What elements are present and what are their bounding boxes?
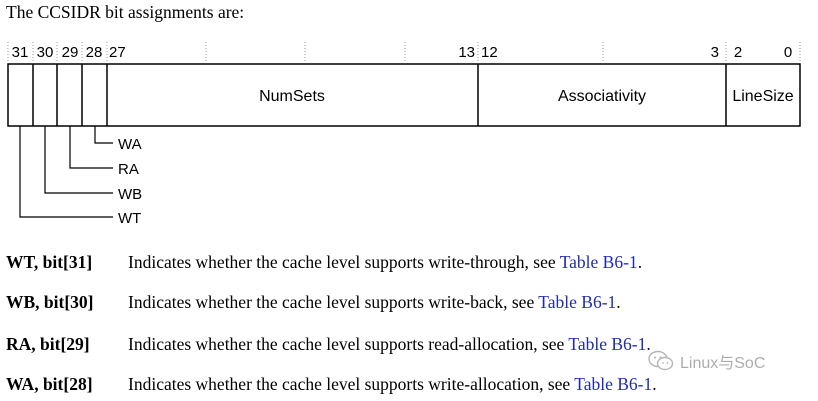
desc-end: .	[616, 292, 621, 312]
tick-separators	[7, 42, 801, 63]
desc-text: Indicates whether the cache level suppor…	[128, 334, 651, 355]
bit-label-31: 31	[12, 44, 29, 61]
desc-name: RA, bit[29]	[6, 334, 90, 354]
desc-text: Indicates whether the cache level suppor…	[128, 252, 642, 273]
desc-body: Indicates whether the cache level suppor…	[128, 374, 575, 394]
table-link[interactable]: Table B6-1	[538, 292, 617, 312]
bit-label-28: 28	[86, 44, 103, 61]
flag-wt: WT	[118, 210, 141, 227]
field-numsets: NumSets	[259, 88, 325, 105]
field-linesize: LineSize	[732, 88, 793, 105]
bit-label-30: 30	[37, 44, 54, 61]
desc-name: WT, bit[31]	[6, 252, 93, 272]
table-link[interactable]: Table B6-1	[559, 252, 638, 272]
flag-leaders	[19, 126, 113, 218]
desc-body: Indicates whether the cache level suppor…	[128, 334, 569, 354]
register-box	[7, 63, 801, 127]
desc-name: WB, bit[30]	[6, 292, 94, 312]
desc-name: WA, bit[28]	[6, 374, 93, 394]
field-associativity: Associativity	[558, 88, 646, 105]
bit-label-29: 29	[62, 44, 79, 61]
flag-wa: WA	[118, 136, 142, 153]
bit-label-13: 13	[458, 44, 475, 61]
field-dividers	[32, 64, 727, 126]
flag-wb: WB	[118, 186, 142, 203]
desc-end: .	[646, 334, 651, 354]
flag-ra: RA	[118, 161, 139, 178]
register-diagram: 31 30 29 28 27 13 12 3 2 0 NumSets Assoc…	[7, 42, 801, 227]
bit-label-27: 27	[109, 44, 126, 61]
desc-text: Indicates whether the cache level suppor…	[128, 374, 657, 395]
desc-body: Indicates whether the cache level suppor…	[128, 252, 560, 272]
desc-text: Indicates whether the cache level suppor…	[128, 292, 621, 313]
table-link[interactable]: Table B6-1	[568, 334, 647, 354]
wechat-icon	[648, 350, 674, 371]
desc-end: .	[637, 252, 643, 272]
bit-label-2: 2	[734, 44, 742, 61]
bit-label-3: 3	[711, 44, 719, 61]
intro-text: The CCSIDR bit assignments are:	[6, 2, 245, 22]
desc-end: .	[652, 374, 657, 394]
bit-label-0: 0	[784, 44, 792, 61]
table-link[interactable]: Table B6-1	[574, 374, 653, 394]
watermark: Linux与SoC	[648, 349, 765, 373]
bit-label-12: 12	[481, 44, 498, 61]
desc-body: Indicates whether the cache level suppor…	[128, 292, 539, 312]
watermark-text: Linux与SoC	[680, 355, 766, 372]
